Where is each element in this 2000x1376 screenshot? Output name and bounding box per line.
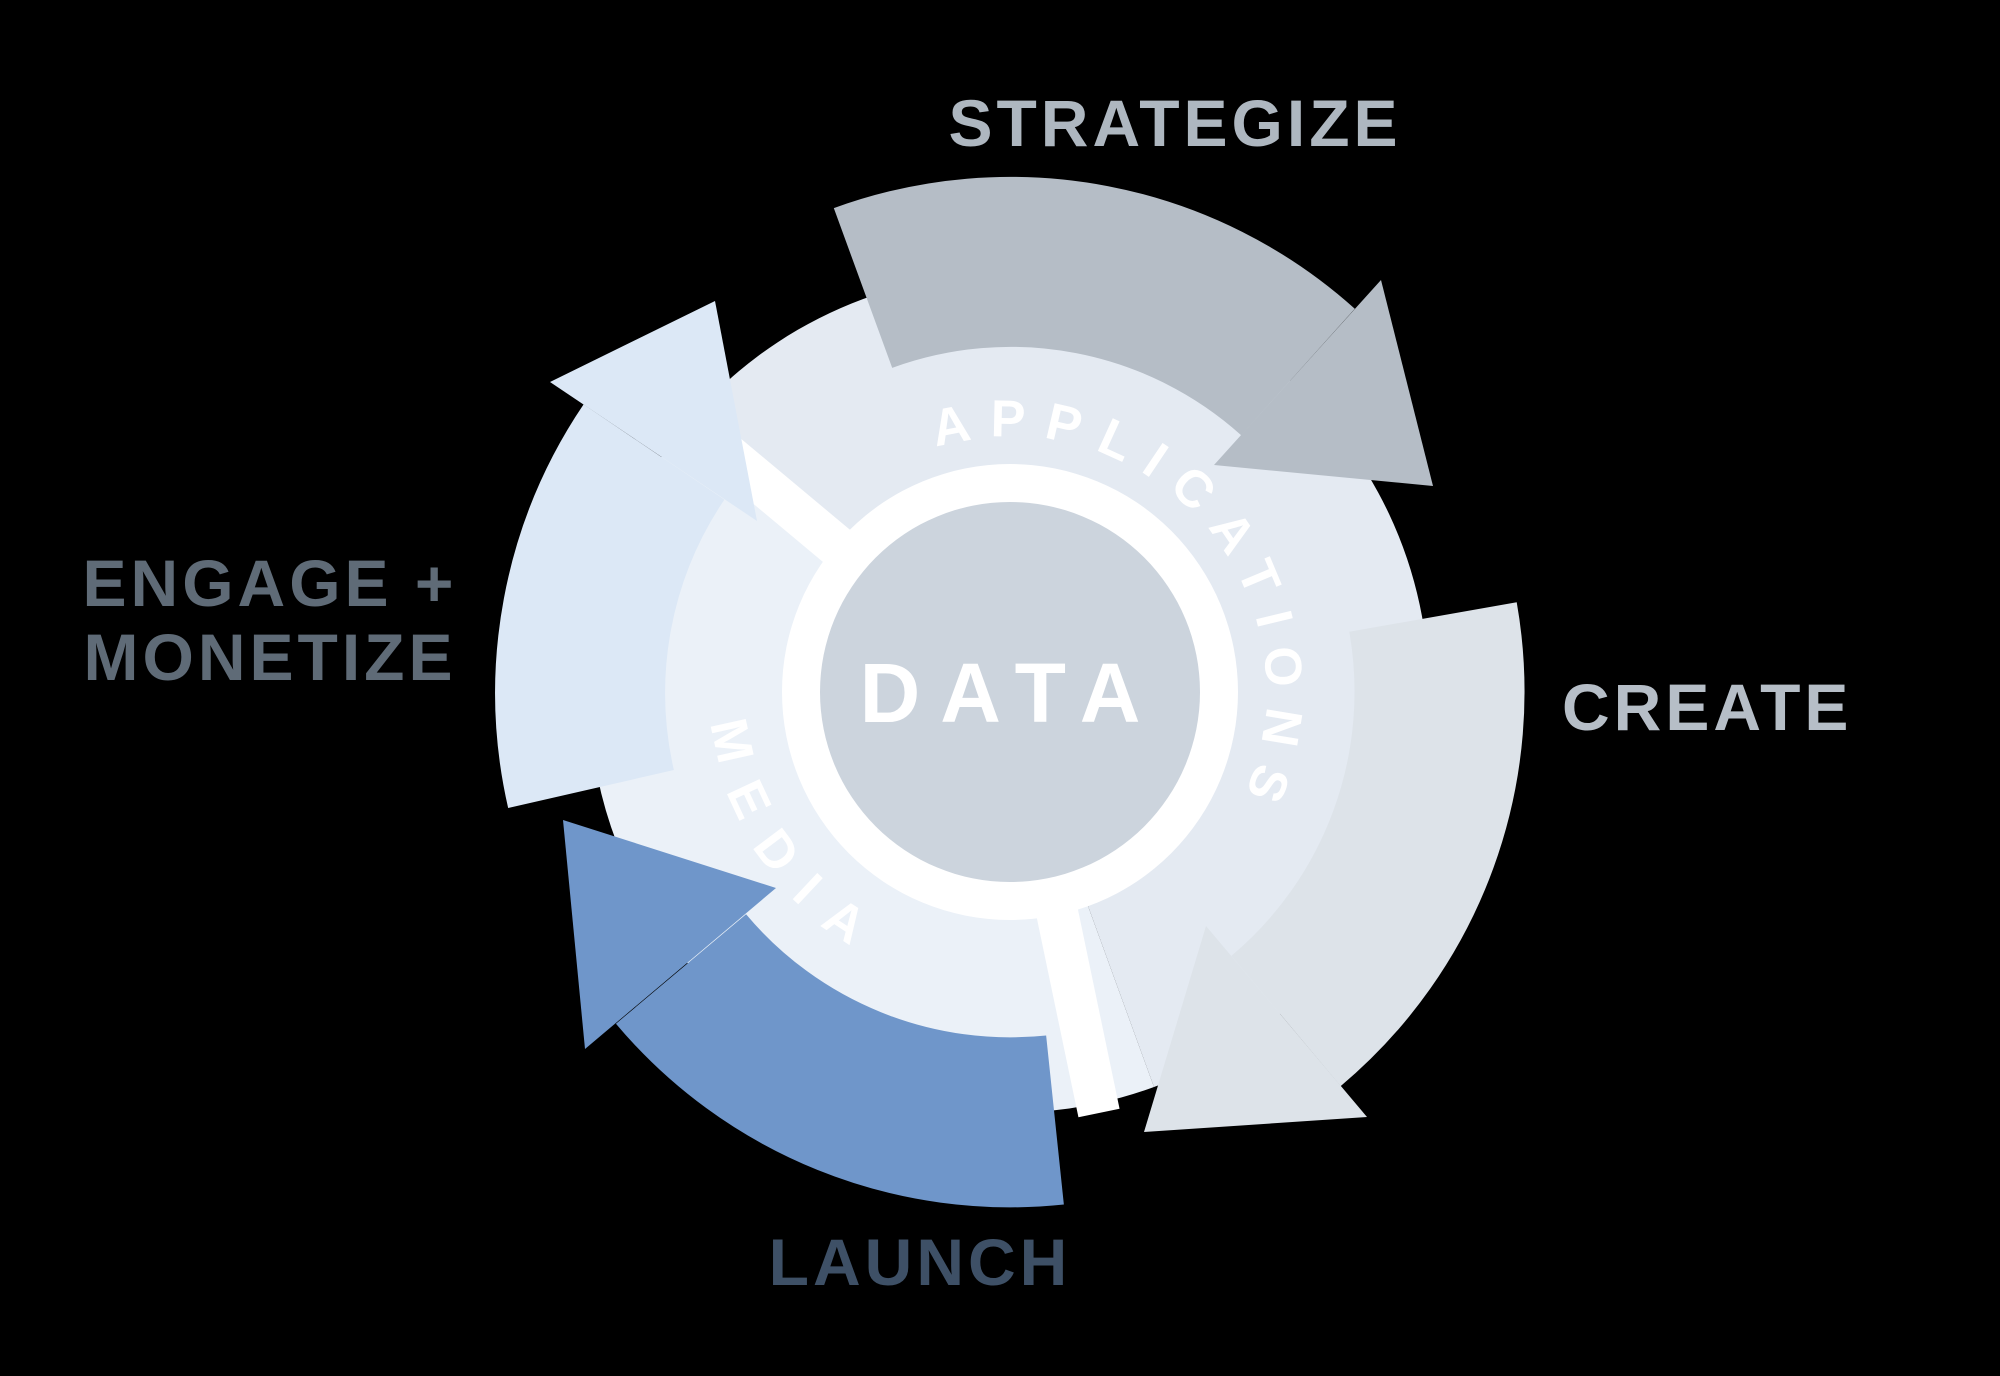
launch-arrow-head: [563, 820, 776, 1049]
engage-arrow: [495, 301, 757, 808]
engage-line-2: MONETIZE: [83, 620, 457, 694]
data-label: DATA: [860, 646, 1161, 740]
data-circle: [820, 502, 1200, 882]
strategize-arrow: [833, 176, 1433, 486]
engage-arrow-body: [495, 404, 726, 808]
engage-line-1: ENGAGE +: [82, 546, 458, 620]
create-arrow-head: [1144, 926, 1367, 1132]
launch-arrow: [563, 820, 1064, 1208]
divider-lower-right: [1031, 883, 1120, 1118]
engage-arrow-head: [550, 301, 757, 521]
create-arrow-body: [1230, 602, 1525, 1087]
strategize-arrow-body: [833, 176, 1355, 437]
launch-arrow-body: [615, 913, 1064, 1208]
strategize-arrow-head: [1214, 280, 1433, 486]
strategize-stage-label: STRATEGIZE: [948, 86, 1402, 160]
engage-monetize-stage-label: ENGAGE + MONETIZE: [83, 546, 458, 694]
launch-stage-label: LAUNCH: [768, 1225, 1072, 1299]
create-stage-label: CREATE: [1562, 670, 1853, 744]
create-arrow: [1144, 602, 1525, 1132]
